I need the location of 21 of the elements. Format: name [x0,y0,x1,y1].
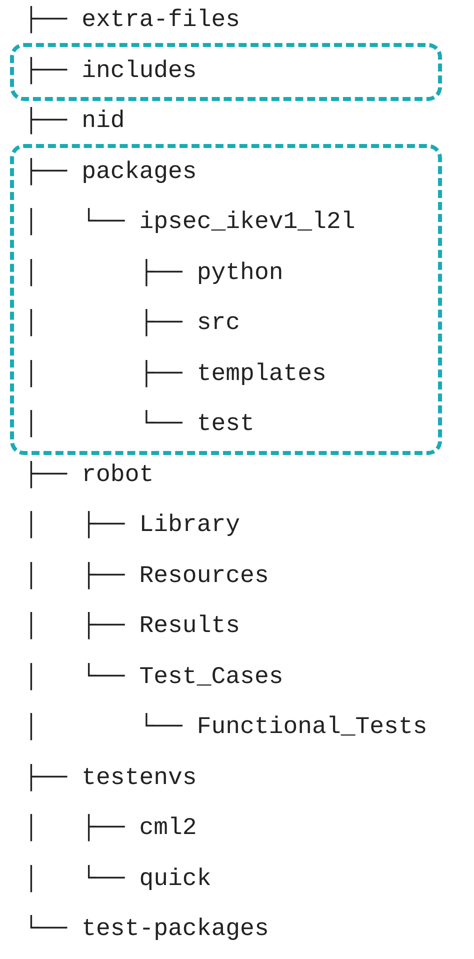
tree-line: ├── packages [24,158,197,188]
tree-line: │ ├── templates [24,360,326,390]
tree-line: │ ├── python [24,258,284,288]
tree-line: ├── includes [24,56,197,86]
tree-line: │ ├── Resources [24,562,269,592]
tree-line: │ └── Functional_Tests [24,713,428,743]
highlight-box [10,42,442,101]
tree-line: │ ├── cml2 [24,814,197,844]
highlight-box [10,144,442,454]
tree-line: ├── nid [24,107,125,137]
tree-line: │ ├── Library [24,511,240,541]
tree-line: ├── testenvs [24,764,197,794]
tree-line: │ └── test [24,410,254,440]
tree-line: │ ├── Results [24,612,240,642]
tree-line: └── test-packages [24,915,269,945]
tree-line: ├── robot [24,460,154,490]
tree-line: │ ├── src [24,309,240,339]
tree-line: │ └── ipsec_ikev1_l2l [24,208,356,238]
tree-line: │ └── quick [24,864,212,894]
tree-line: ├── extra-files [24,6,240,36]
tree-line: │ └── Test_Cases [24,662,284,692]
